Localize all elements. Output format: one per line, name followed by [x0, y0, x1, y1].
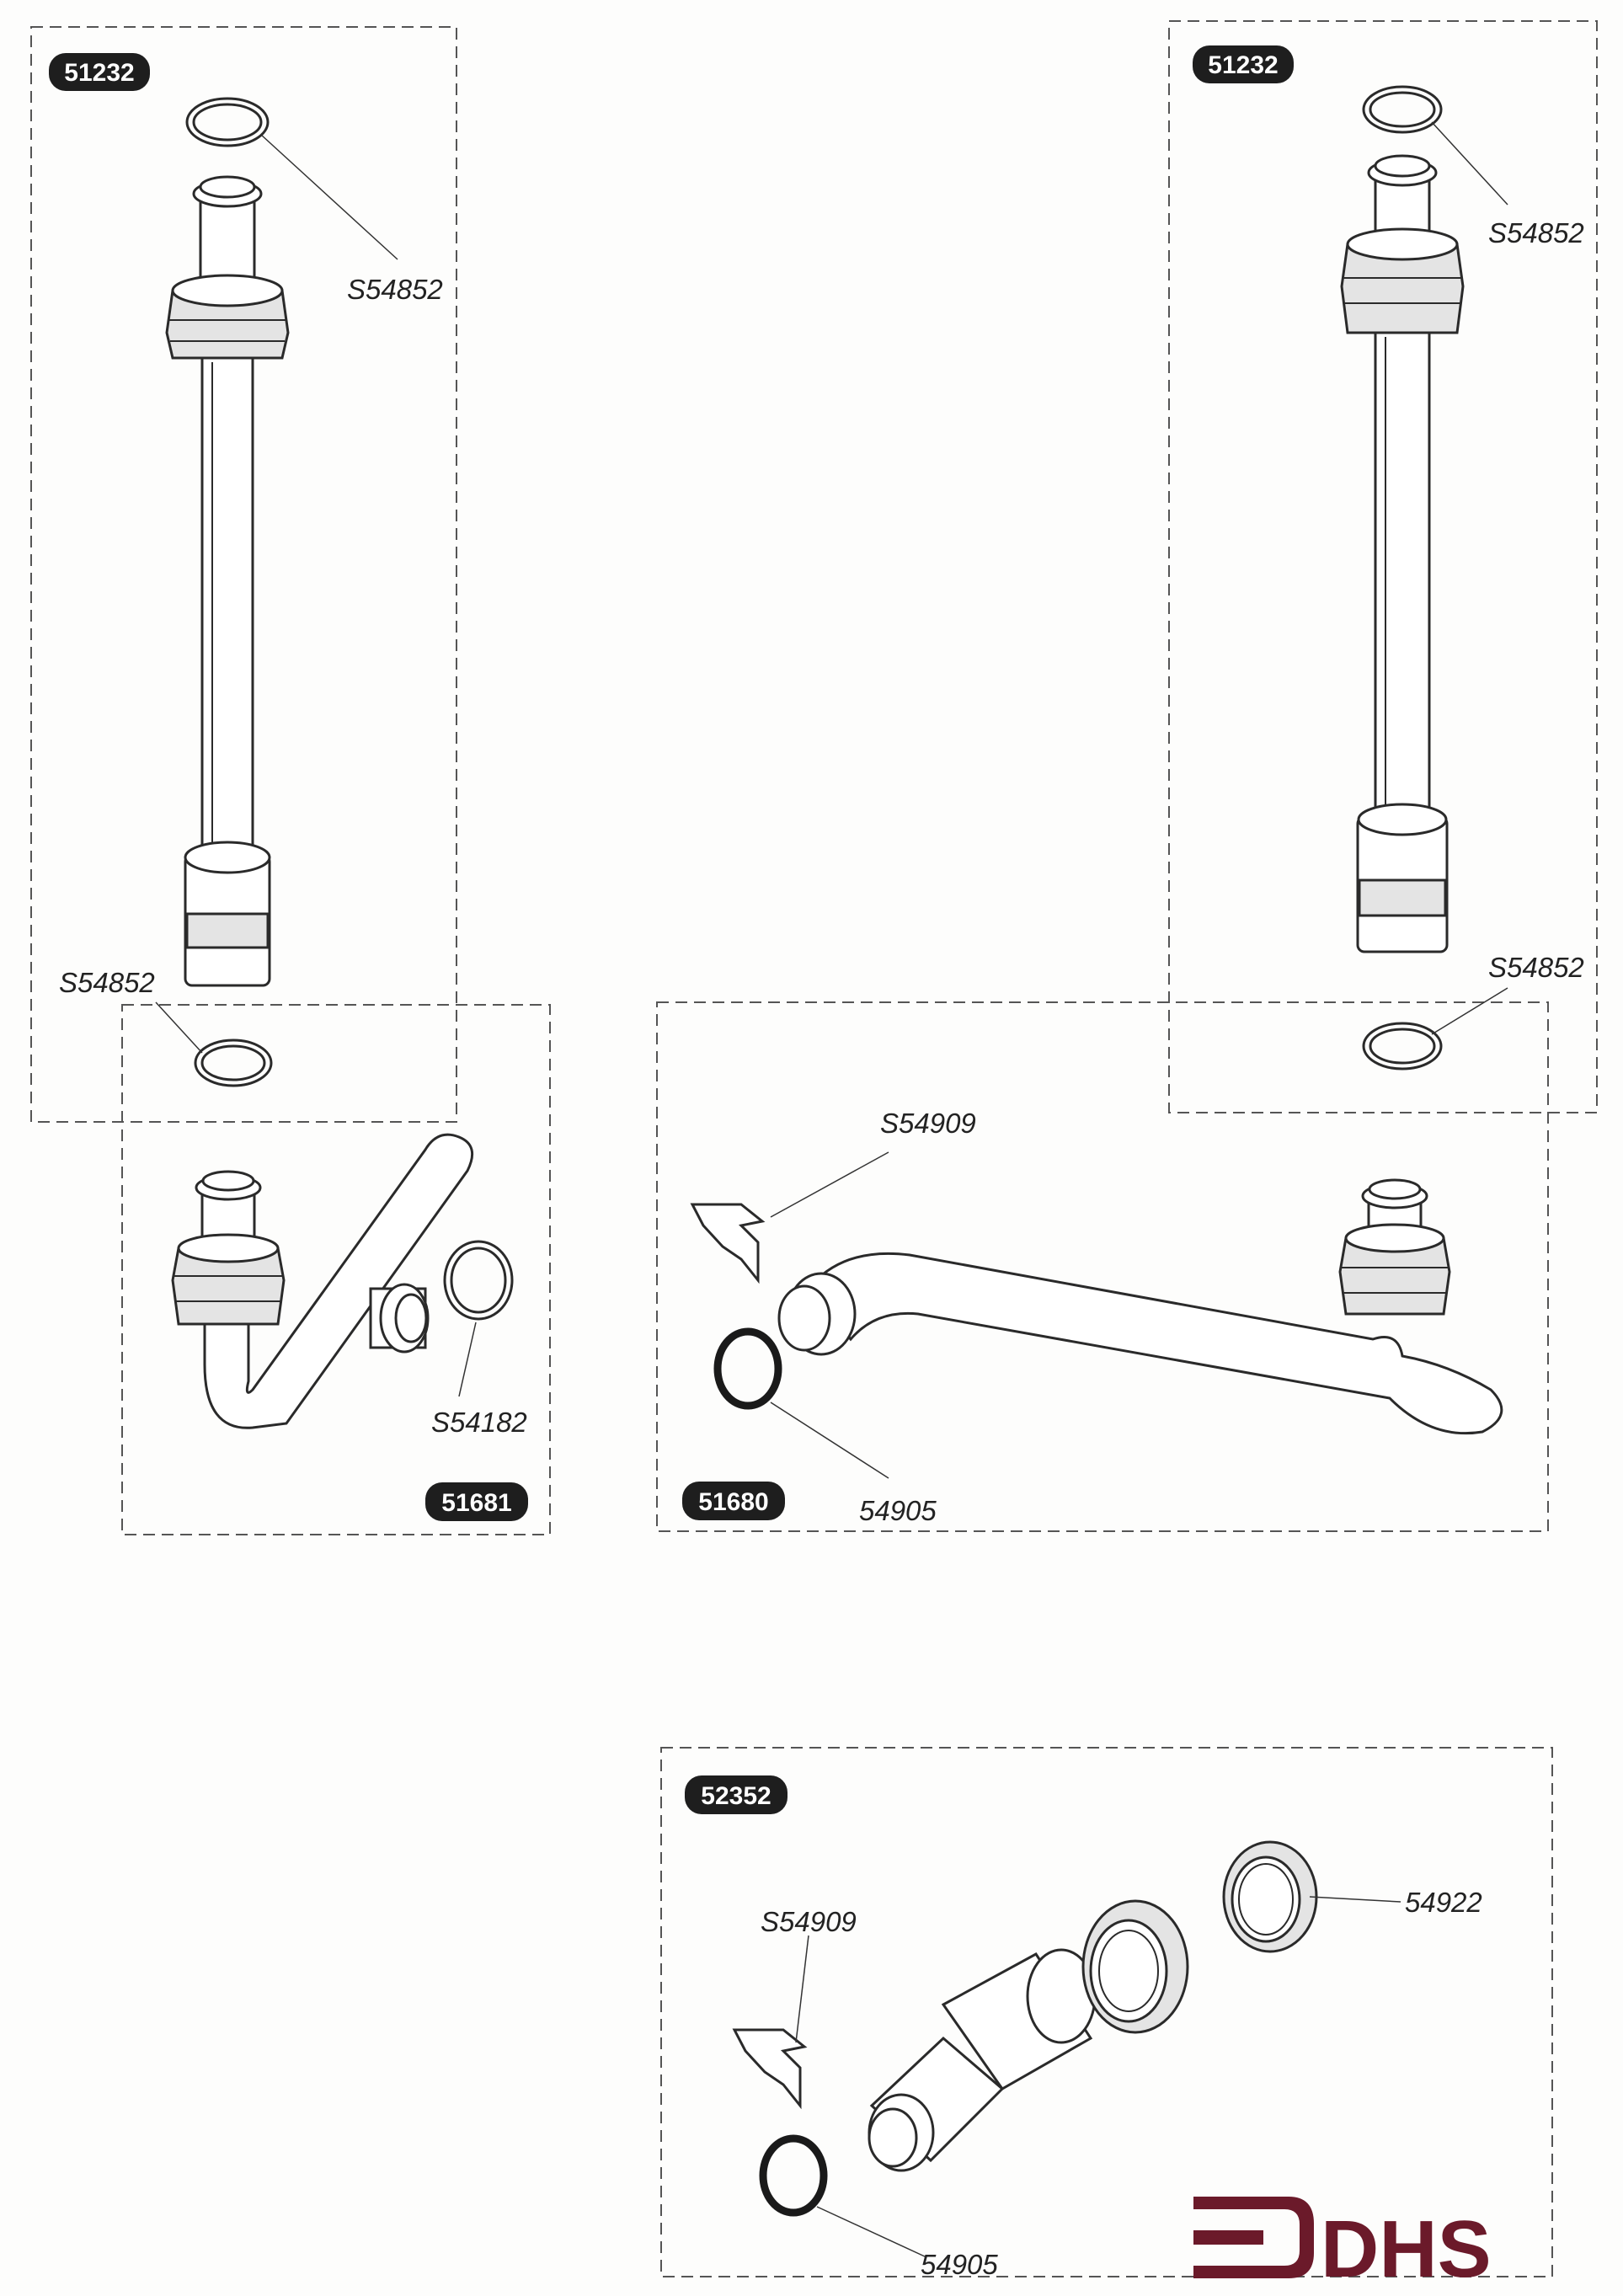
group-box-51232-left — [30, 26, 457, 1123]
svg-text:51680: 51680 — [698, 1488, 768, 1516]
pipe-assembly-right — [1340, 85, 1465, 1071]
callout-label: S54909 — [761, 1906, 857, 1937]
dhs-logo: DHS — [1193, 2197, 1492, 2294]
retaining-clip-52352 — [732, 2028, 808, 2110]
o-ring-top-right — [1362, 85, 1443, 134]
callout-label: S54909 — [880, 1108, 976, 1139]
part-badge-51232-right: 51232 — [1193, 45, 1294, 83]
svg-text:51681: 51681 — [441, 1489, 511, 1517]
retaining-clip-51680 — [690, 1203, 766, 1284]
callout-label: S54852 — [59, 967, 155, 998]
svg-text:DHS: DHS — [1321, 2204, 1492, 2294]
callout-label: 54905 — [859, 1495, 937, 1526]
part-badge-51681: 51681 — [425, 1482, 528, 1521]
callout-label: S54852 — [347, 274, 443, 305]
callout-label: S54182 — [431, 1407, 527, 1438]
callout-label: 54922 — [1405, 1887, 1482, 1918]
pipe-assembly-left — [165, 97, 290, 1087]
o-ring-side-51681 — [443, 1240, 514, 1321]
group-box-52352 — [660, 1747, 1553, 2277]
o-ring-bottom-left — [194, 1039, 273, 1087]
part-badge-52352: 52352 — [685, 1775, 787, 1814]
callout-label: S54852 — [1488, 217, 1584, 248]
swept-pipe-assembly — [690, 1178, 1503, 1435]
svg-text:51232: 51232 — [64, 59, 134, 87]
group-box-51680 — [656, 1001, 1549, 1532]
group-box-51681 — [121, 1004, 551, 1535]
group-box-51232-right — [1168, 20, 1598, 1113]
callout-label: 54905 — [921, 2249, 998, 2280]
o-ring-bottom-right — [1362, 1022, 1443, 1071]
angled-pipe-assembly — [171, 1133, 514, 1429]
part-badge-51680: 51680 — [682, 1482, 785, 1520]
svg-text:52352: 52352 — [701, 1782, 771, 1810]
o-ring-dark-52352 — [759, 2134, 828, 2217]
callout-label: S54852 — [1488, 952, 1584, 983]
adaptor-assembly — [732, 1840, 1318, 2217]
o-ring-dark-51680 — [713, 1327, 782, 1410]
svg-text:51232: 51232 — [1208, 51, 1278, 79]
o-ring-top-left — [185, 97, 270, 147]
part-badge-51232-left: 51232 — [49, 53, 150, 91]
